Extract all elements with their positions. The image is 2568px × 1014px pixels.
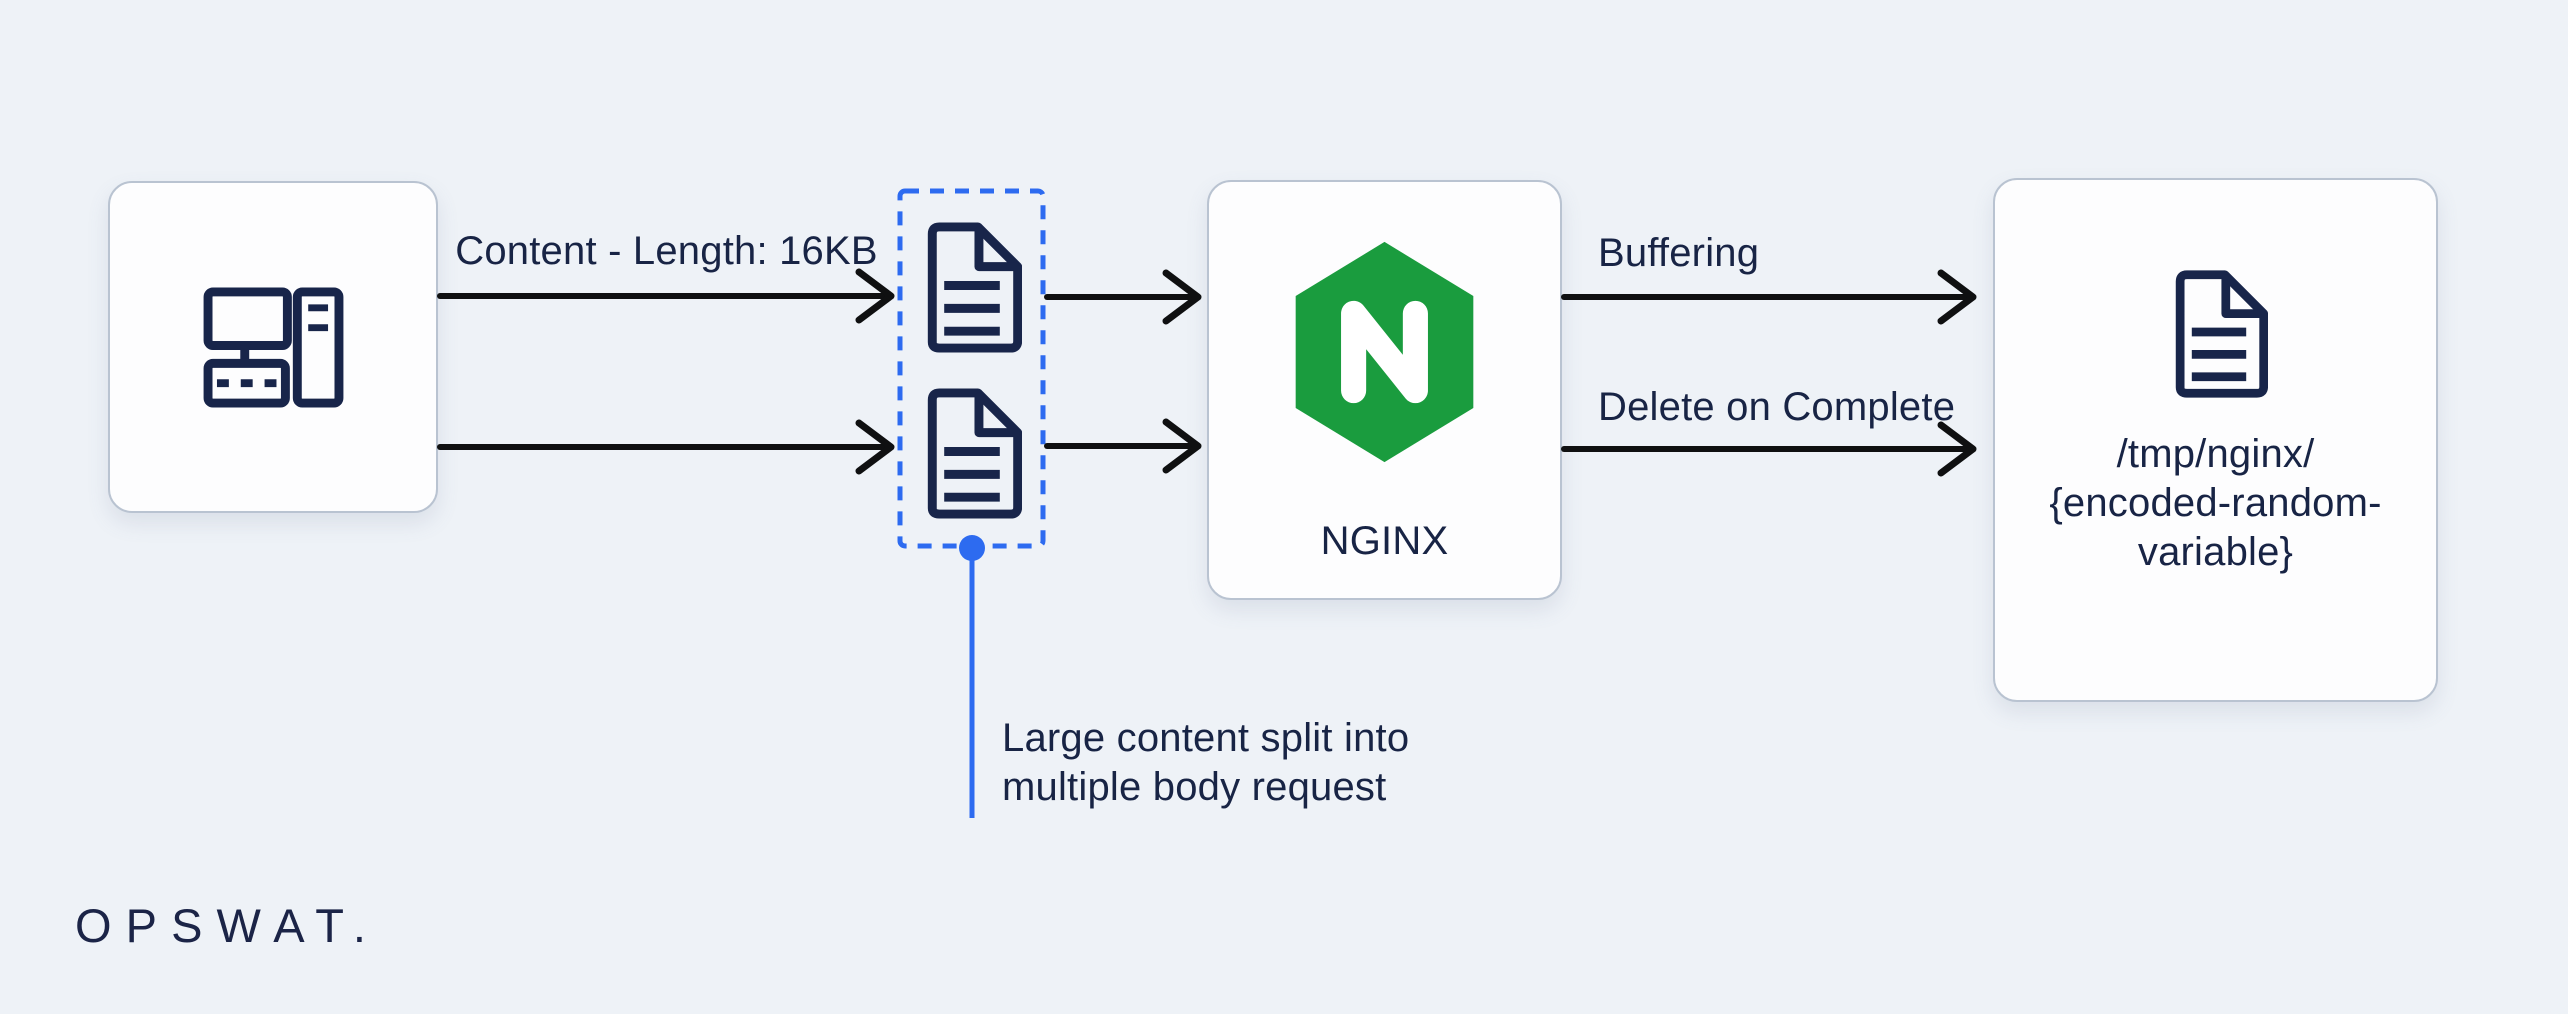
document-icon xyxy=(927,222,1022,353)
content-length-label: Content - Length: 16KB xyxy=(455,229,878,273)
opswat-logo: OPSWAT. xyxy=(75,899,380,952)
delete-on-complete-arrow xyxy=(1561,421,1977,477)
workstation-icon xyxy=(203,287,344,408)
request-arrow-bottom xyxy=(437,419,895,475)
callout-dot xyxy=(959,535,985,561)
nginx-hexagon-logo xyxy=(1295,241,1474,463)
callout-label: Large content split into multiple body r… xyxy=(1002,716,1410,809)
delete-on-complete-label: Delete on Complete xyxy=(1598,385,1956,429)
storage-node xyxy=(1993,178,2438,702)
storage-path-label: /tmp/nginx/ {encoded-random- variable} xyxy=(2049,432,2382,574)
buffering-arrow xyxy=(1561,269,1977,325)
buffering-label: Buffering xyxy=(1598,231,1760,275)
storage-document-icon xyxy=(2175,270,2268,398)
split-arrow-top xyxy=(1044,269,1202,325)
document-icon xyxy=(927,388,1022,519)
nginx-label: NGINX xyxy=(1320,519,1449,563)
request-arrow-top xyxy=(437,268,895,324)
split-arrow-bottom xyxy=(1044,418,1202,474)
